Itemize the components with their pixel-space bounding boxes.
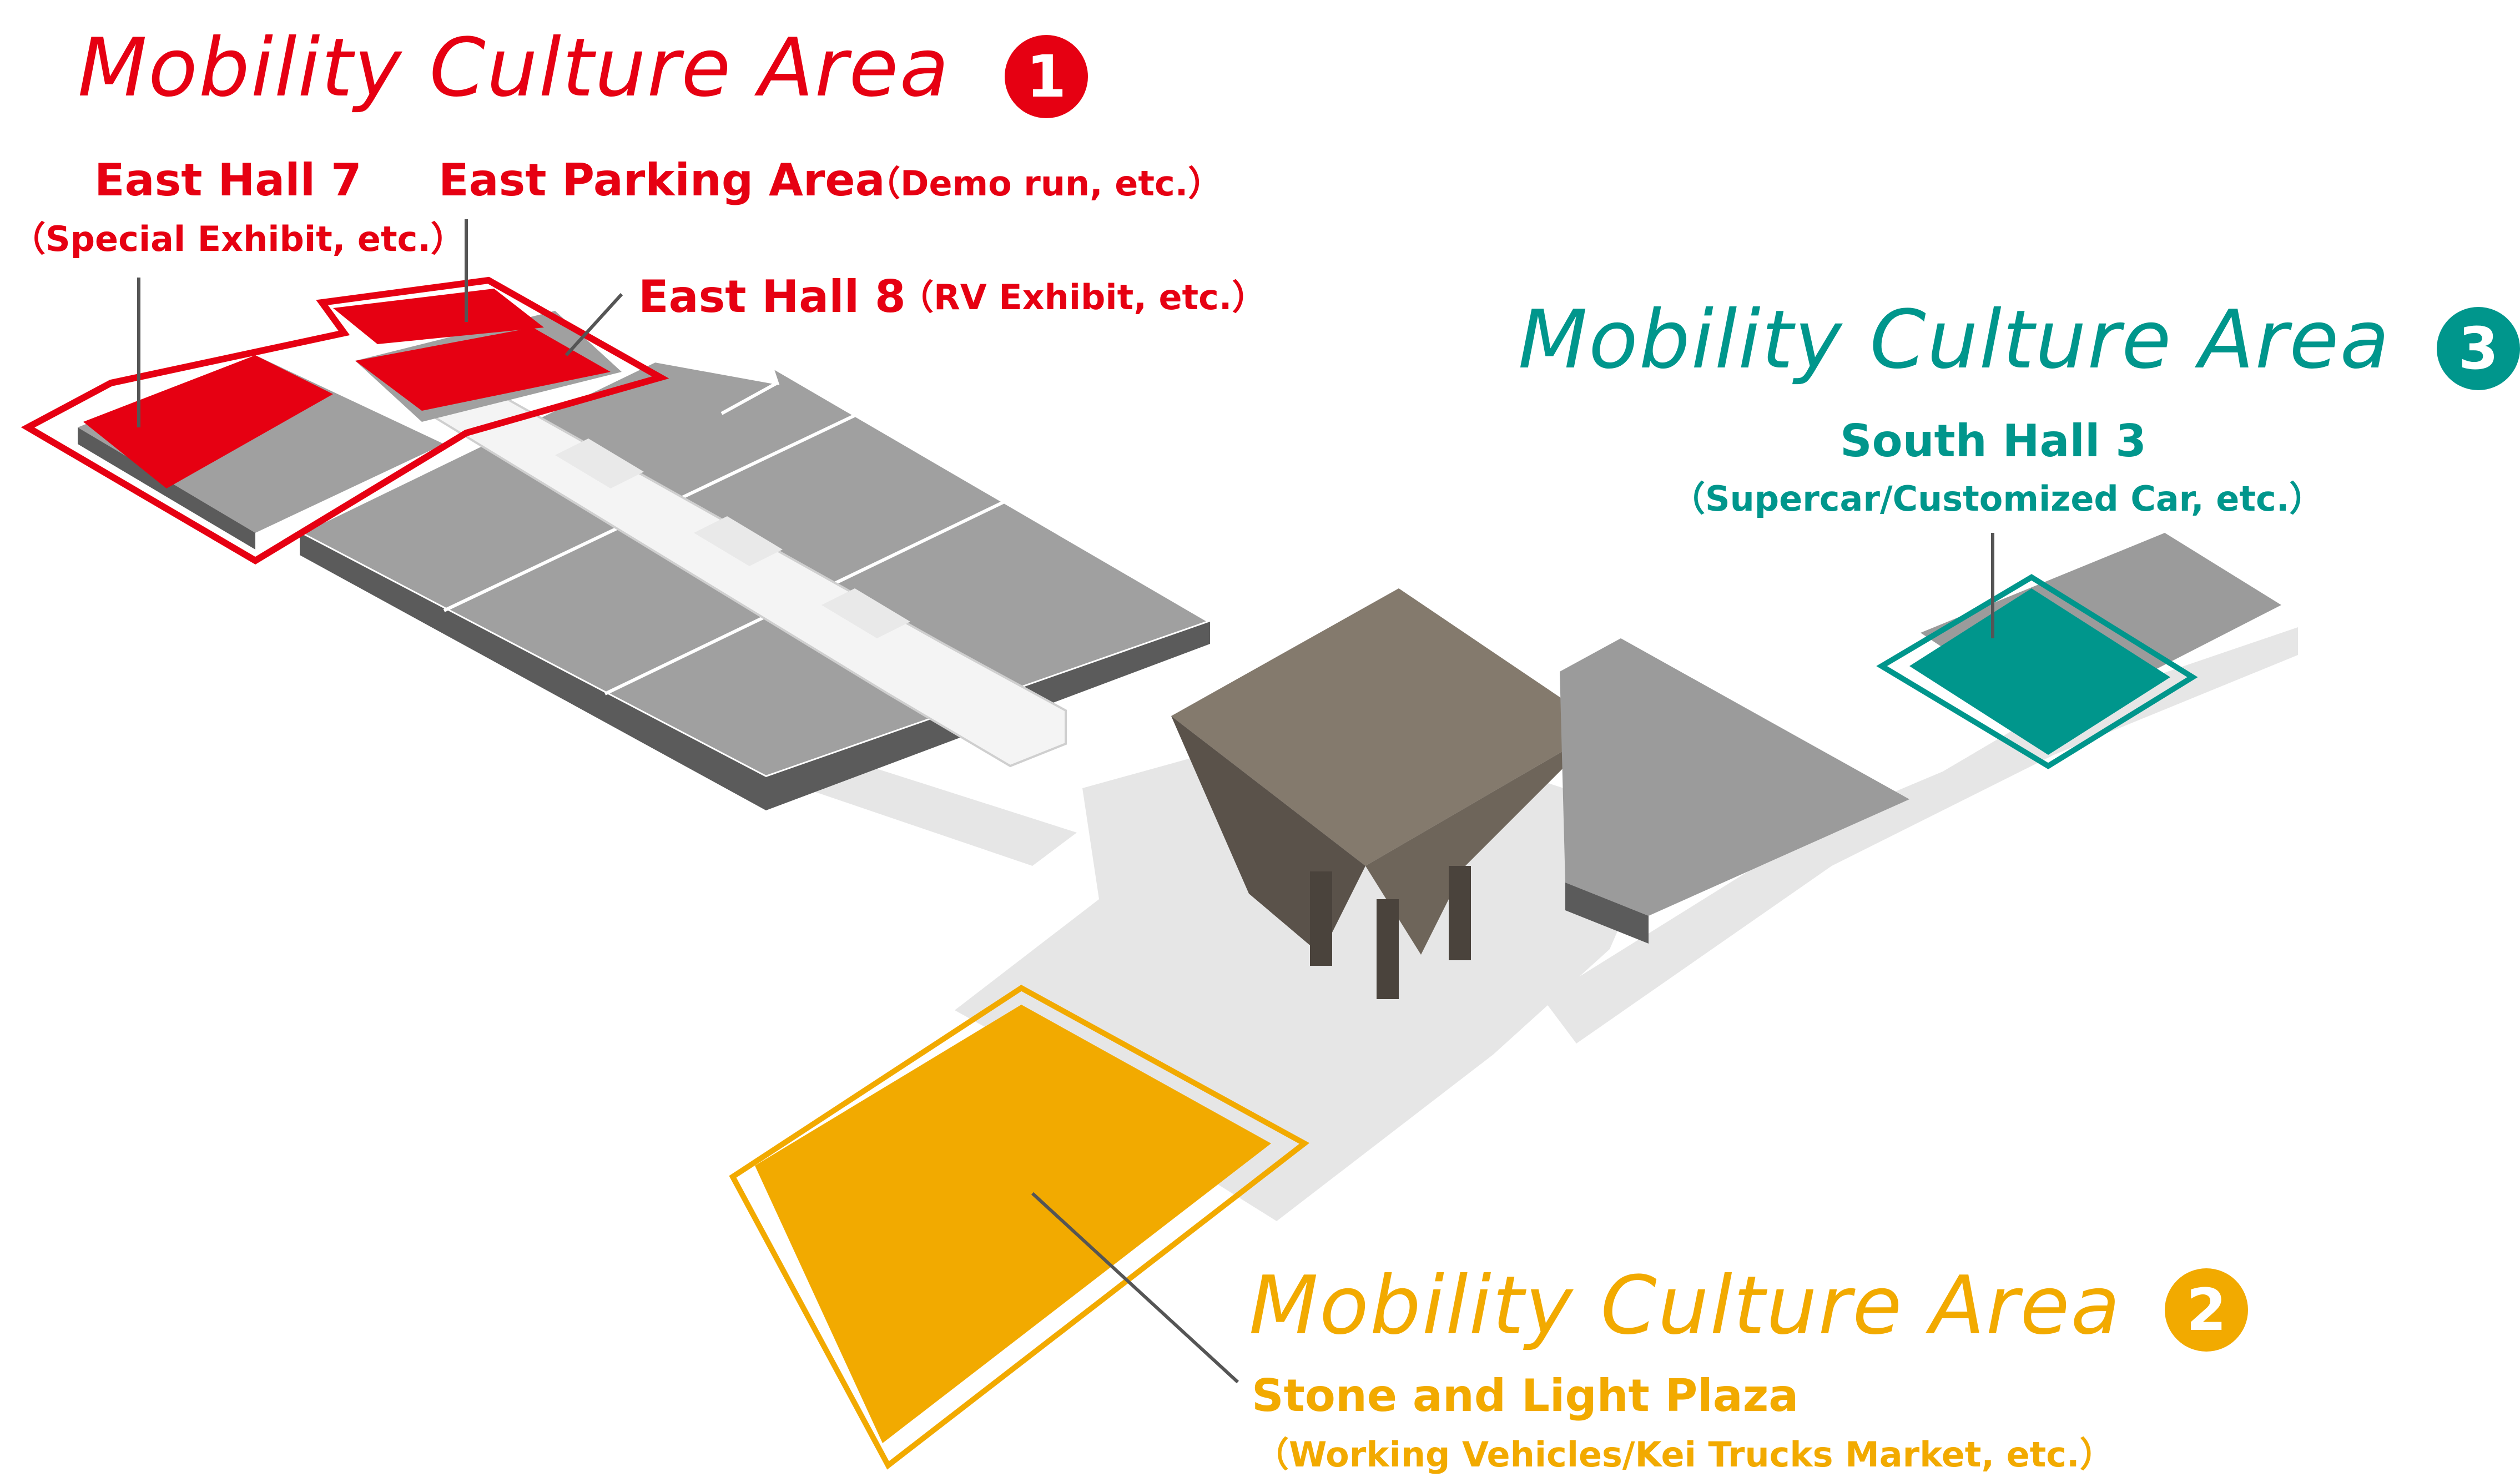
area-3-badge: 3 [2437, 307, 2520, 390]
area-2-title: Mobility Culture Area [1249, 1259, 2121, 1353]
south-hall-3-label: South Hall 3 [1840, 415, 2146, 467]
east-concourse [430, 387, 1067, 768]
east-hall-8-label: East Hall 8 [638, 271, 906, 322]
area-2-outline [729, 985, 1310, 1470]
east-parking-area-note: （Demo run, etc.） [866, 163, 1223, 204]
east-halls-block-side [300, 533, 766, 810]
area-3-title: Mobility Culture Area [1518, 293, 2391, 387]
east-hall-7-note: （Special Exhibit, etc.） [11, 219, 465, 259]
leader-line-east-hall-8 [565, 293, 623, 357]
east-concourse-blocks [694, 516, 783, 566]
south-hall-3-note: （Supercar/Customized Car, etc.） [1671, 478, 2324, 519]
east-concourse-blocks [555, 438, 644, 488]
area-1-outline [21, 276, 669, 564]
conference-tower-top [1171, 588, 1604, 866]
leader-line-stone-plaza [1031, 1192, 1239, 1384]
tower-leg [1449, 866, 1471, 960]
south-hall-3-exhibit [1909, 588, 2170, 755]
east-parking-area-label: East Parking Area [439, 154, 885, 206]
stone-and-light-plaza-label: Stone and Light Plaza [1252, 1370, 1799, 1421]
east-parking-area-exhibit [333, 289, 544, 344]
east-hall-8-note: （RV Exhibit, etc.） [899, 277, 1267, 317]
area-1-badge: 1 [1005, 35, 1088, 118]
stone-and-light-plaza-exhibit [755, 1005, 1271, 1443]
tower-leg [1310, 871, 1332, 966]
east-hall-8-exhibit [355, 327, 611, 411]
south-hall-1-2-building [1560, 638, 1909, 916]
east-hall-7-label: East Hall 7 [94, 154, 362, 206]
south-hall-1-2-side [1565, 883, 1649, 944]
stone-and-light-plaza-note: （Working Vehicles/Kei Trucks Market, etc… [1254, 1434, 2114, 1475]
east-hall-7-exhibit [83, 355, 333, 488]
area-3-outline [1876, 574, 2198, 769]
east-concourse-blocks [821, 588, 910, 638]
tower-leg [1377, 899, 1399, 999]
east-hall-divider [720, 381, 778, 415]
area-2-badge: 2 [2165, 1268, 2248, 1352]
conference-tower-right [1365, 727, 1604, 955]
area-1-title: Mobility Culture Area [78, 21, 950, 115]
